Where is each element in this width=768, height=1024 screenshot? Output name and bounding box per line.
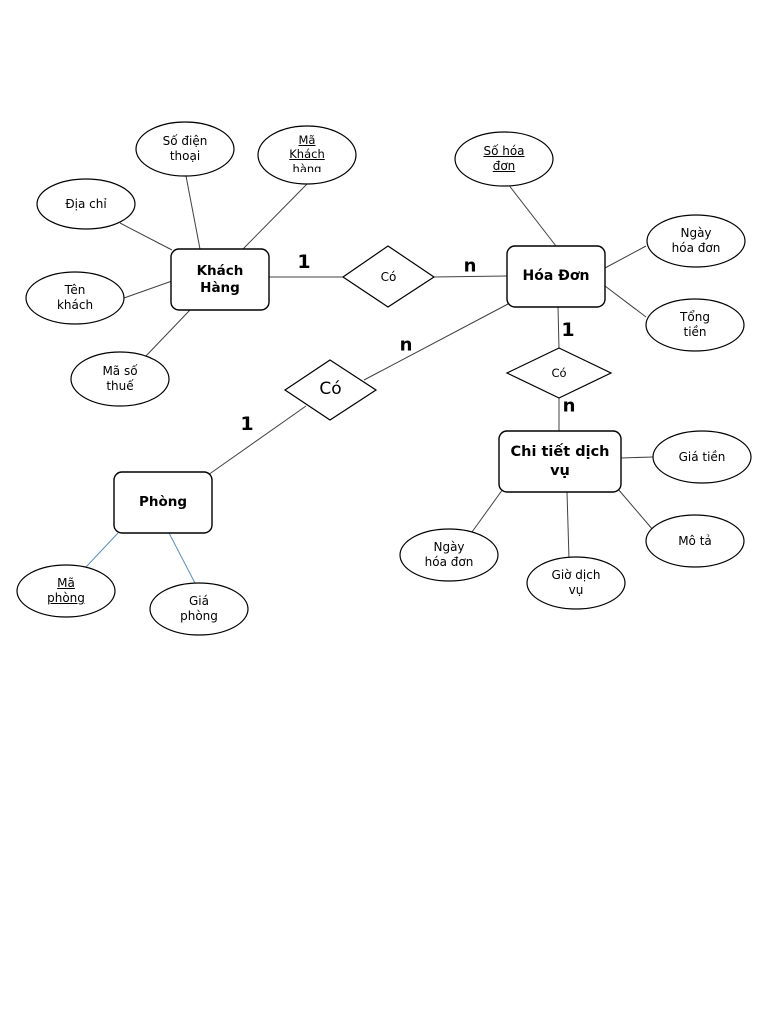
- attribute-ellipse: [454, 131, 554, 187]
- cardinality-hd-phong: n: [399, 334, 413, 356]
- attribute-ellipse: [36, 178, 136, 230]
- cardinality-hd: n: [463, 255, 477, 277]
- attribute-so-dien-thoai: Số điện thoại: [162, 134, 208, 163]
- attribute-ngay-hoa-don-ct: Ngày hóa đơn: [424, 540, 474, 569]
- attribute-ellipse: [257, 125, 357, 185]
- connector-line: [242, 182, 309, 250]
- connector-line: [617, 488, 654, 531]
- relationship-diamond: [283, 359, 378, 421]
- attribute-ma-khach-hang: Mã Khách hàng: [289, 133, 325, 172]
- entity-hoa-don: Hóa Đơn: [522, 267, 590, 284]
- attribute-ellipse: [399, 528, 499, 582]
- attribute-gia-tien: Giá tiền: [678, 449, 726, 464]
- connector-line: [432, 275, 508, 278]
- attribute-ellipse: [645, 298, 745, 352]
- attribute-gio-dich-vu: Giờ dịch vụ: [551, 568, 601, 597]
- attribute-ma-phong: Mã phòng: [47, 576, 85, 605]
- connector-line: [85, 532, 119, 568]
- relationship-co-hd-phong: Có: [319, 379, 342, 400]
- attribute-ellipse: [25, 271, 125, 325]
- connector-line: [566, 491, 570, 560]
- connector-line: [471, 488, 504, 533]
- attribute-ellipse: [652, 430, 752, 484]
- relationship-diamond: [341, 245, 436, 308]
- attribute-ellipse: [645, 514, 745, 568]
- entity-box: [113, 471, 213, 534]
- connector-line: [620, 456, 654, 459]
- entity-box: [498, 430, 622, 493]
- cardinality-ct: n: [562, 395, 576, 417]
- attribute-dia-chi: Địa chỉ: [65, 196, 107, 211]
- connector-line: [119, 222, 173, 251]
- attribute-ellipse: [16, 564, 116, 618]
- connector-line: [507, 183, 557, 247]
- connector-line: [363, 303, 509, 381]
- connector-line: [207, 405, 307, 476]
- attribute-tong-tien: Tổng tiền: [680, 310, 710, 339]
- connector-line: [557, 306, 560, 350]
- attribute-ngay-hoa-don: Ngày hóa đơn: [671, 226, 721, 255]
- entity-phong: Phòng: [138, 494, 188, 511]
- entity-box: [506, 245, 606, 308]
- attribute-ellipse: [70, 351, 170, 407]
- connector-line: [144, 309, 191, 358]
- attribute-gia-phong: Giá phòng: [180, 594, 218, 623]
- connector-lines: [119, 175, 654, 560]
- attribute-ten-khach: Tên khách: [56, 283, 94, 312]
- relationship-co-hd-ct: Có: [551, 365, 567, 380]
- phong-connector-lines: [85, 532, 197, 586]
- cardinality-phong: 1: [240, 413, 254, 435]
- entity-box: [170, 248, 270, 311]
- connector-line: [168, 532, 197, 586]
- connector-line: [604, 285, 647, 318]
- cardinality-hd-ct: 1: [561, 319, 575, 341]
- connector-line: [604, 245, 647, 269]
- entity-chi-tiet-dich-vu: Chi tiết dịch vụ: [510, 444, 610, 479]
- attribute-ellipse: [149, 582, 249, 636]
- attribute-ellipse: [526, 556, 626, 610]
- attribute-ma-so-thue: Mã số thuế: [102, 364, 138, 393]
- attribute-ellipse: [135, 121, 235, 177]
- attribute-mo-ta: Mô tả: [678, 533, 712, 548]
- entity-khach-hang: Khách Hàng: [196, 262, 244, 296]
- cardinality-kh: 1: [297, 251, 311, 273]
- attribute-ellipse: [646, 214, 746, 268]
- connector-line: [185, 175, 201, 250]
- attribute-so-hoa-don: Số hóa đơn: [483, 144, 525, 173]
- connector-line: [123, 280, 173, 299]
- relationship-diamond: [505, 347, 613, 399]
- relationship-co-kh-hd: Có: [380, 269, 397, 284]
